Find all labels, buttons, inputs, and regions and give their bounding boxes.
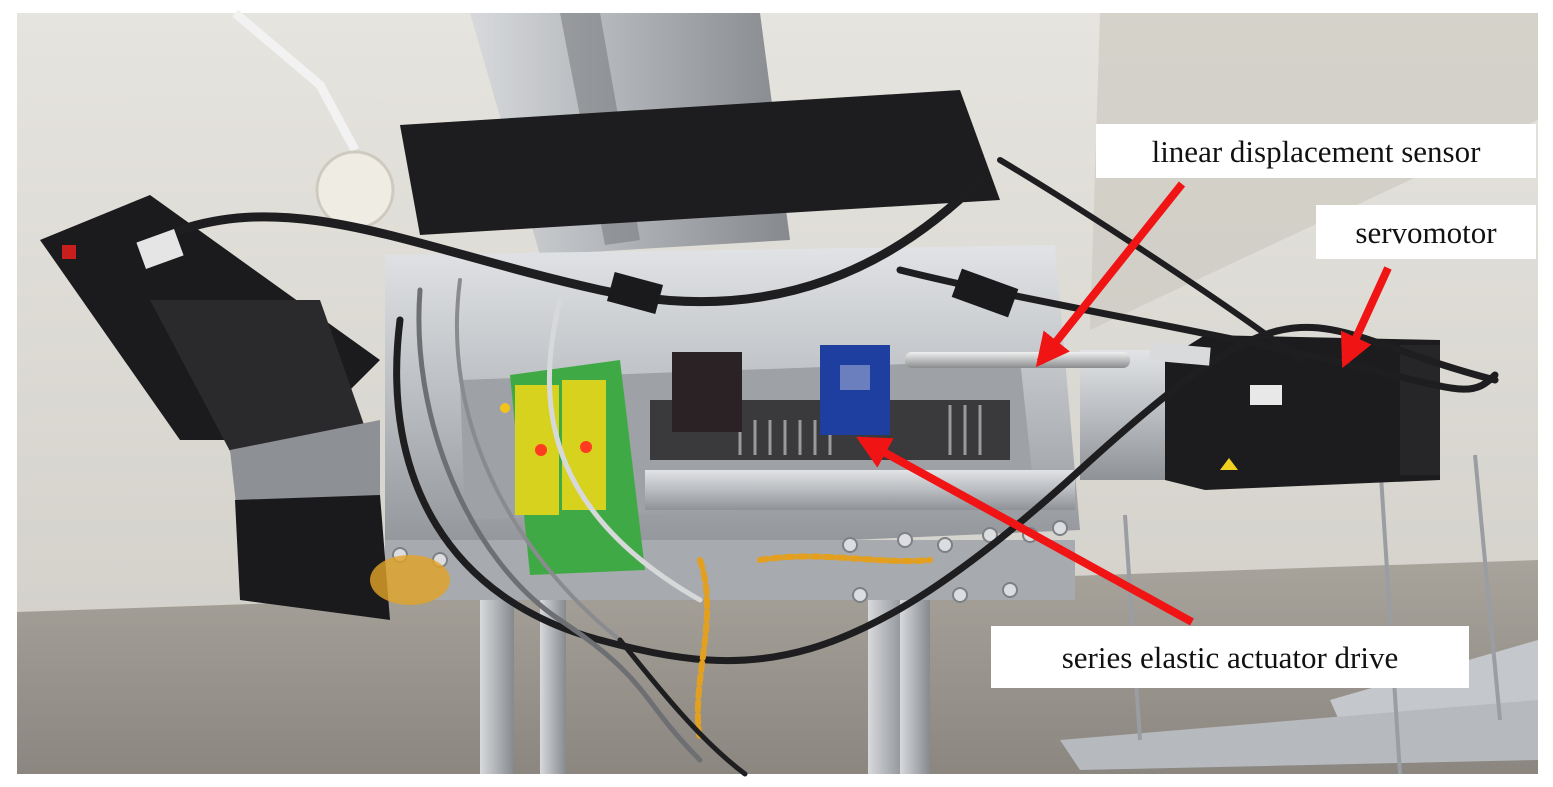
left-motor xyxy=(40,195,450,620)
cables xyxy=(175,157,1499,777)
cable-tray xyxy=(1060,454,1538,775)
label-servomotor: servomotor xyxy=(1316,205,1536,259)
arrow-series-elastic-actuator-drive xyxy=(856,436,1194,626)
mounting-plate xyxy=(400,90,1000,235)
cable-connector xyxy=(606,272,664,314)
label-series-elastic-actuator-drive: series elastic actuator drive xyxy=(991,626,1469,688)
ceiling-sensor xyxy=(315,150,395,230)
arrow-linear-displacement-sensor xyxy=(1035,181,1186,368)
blue-carriage xyxy=(820,345,890,435)
ceiling-conduit xyxy=(232,9,359,153)
right-servomotor xyxy=(1080,335,1440,490)
wall xyxy=(17,560,1538,774)
label-linear-displacement-sensor: linear displacement sensor xyxy=(1096,124,1536,178)
arrow-servomotor xyxy=(1340,266,1392,369)
support-pole xyxy=(480,590,514,774)
displacement-sensor-rod xyxy=(905,352,1130,368)
